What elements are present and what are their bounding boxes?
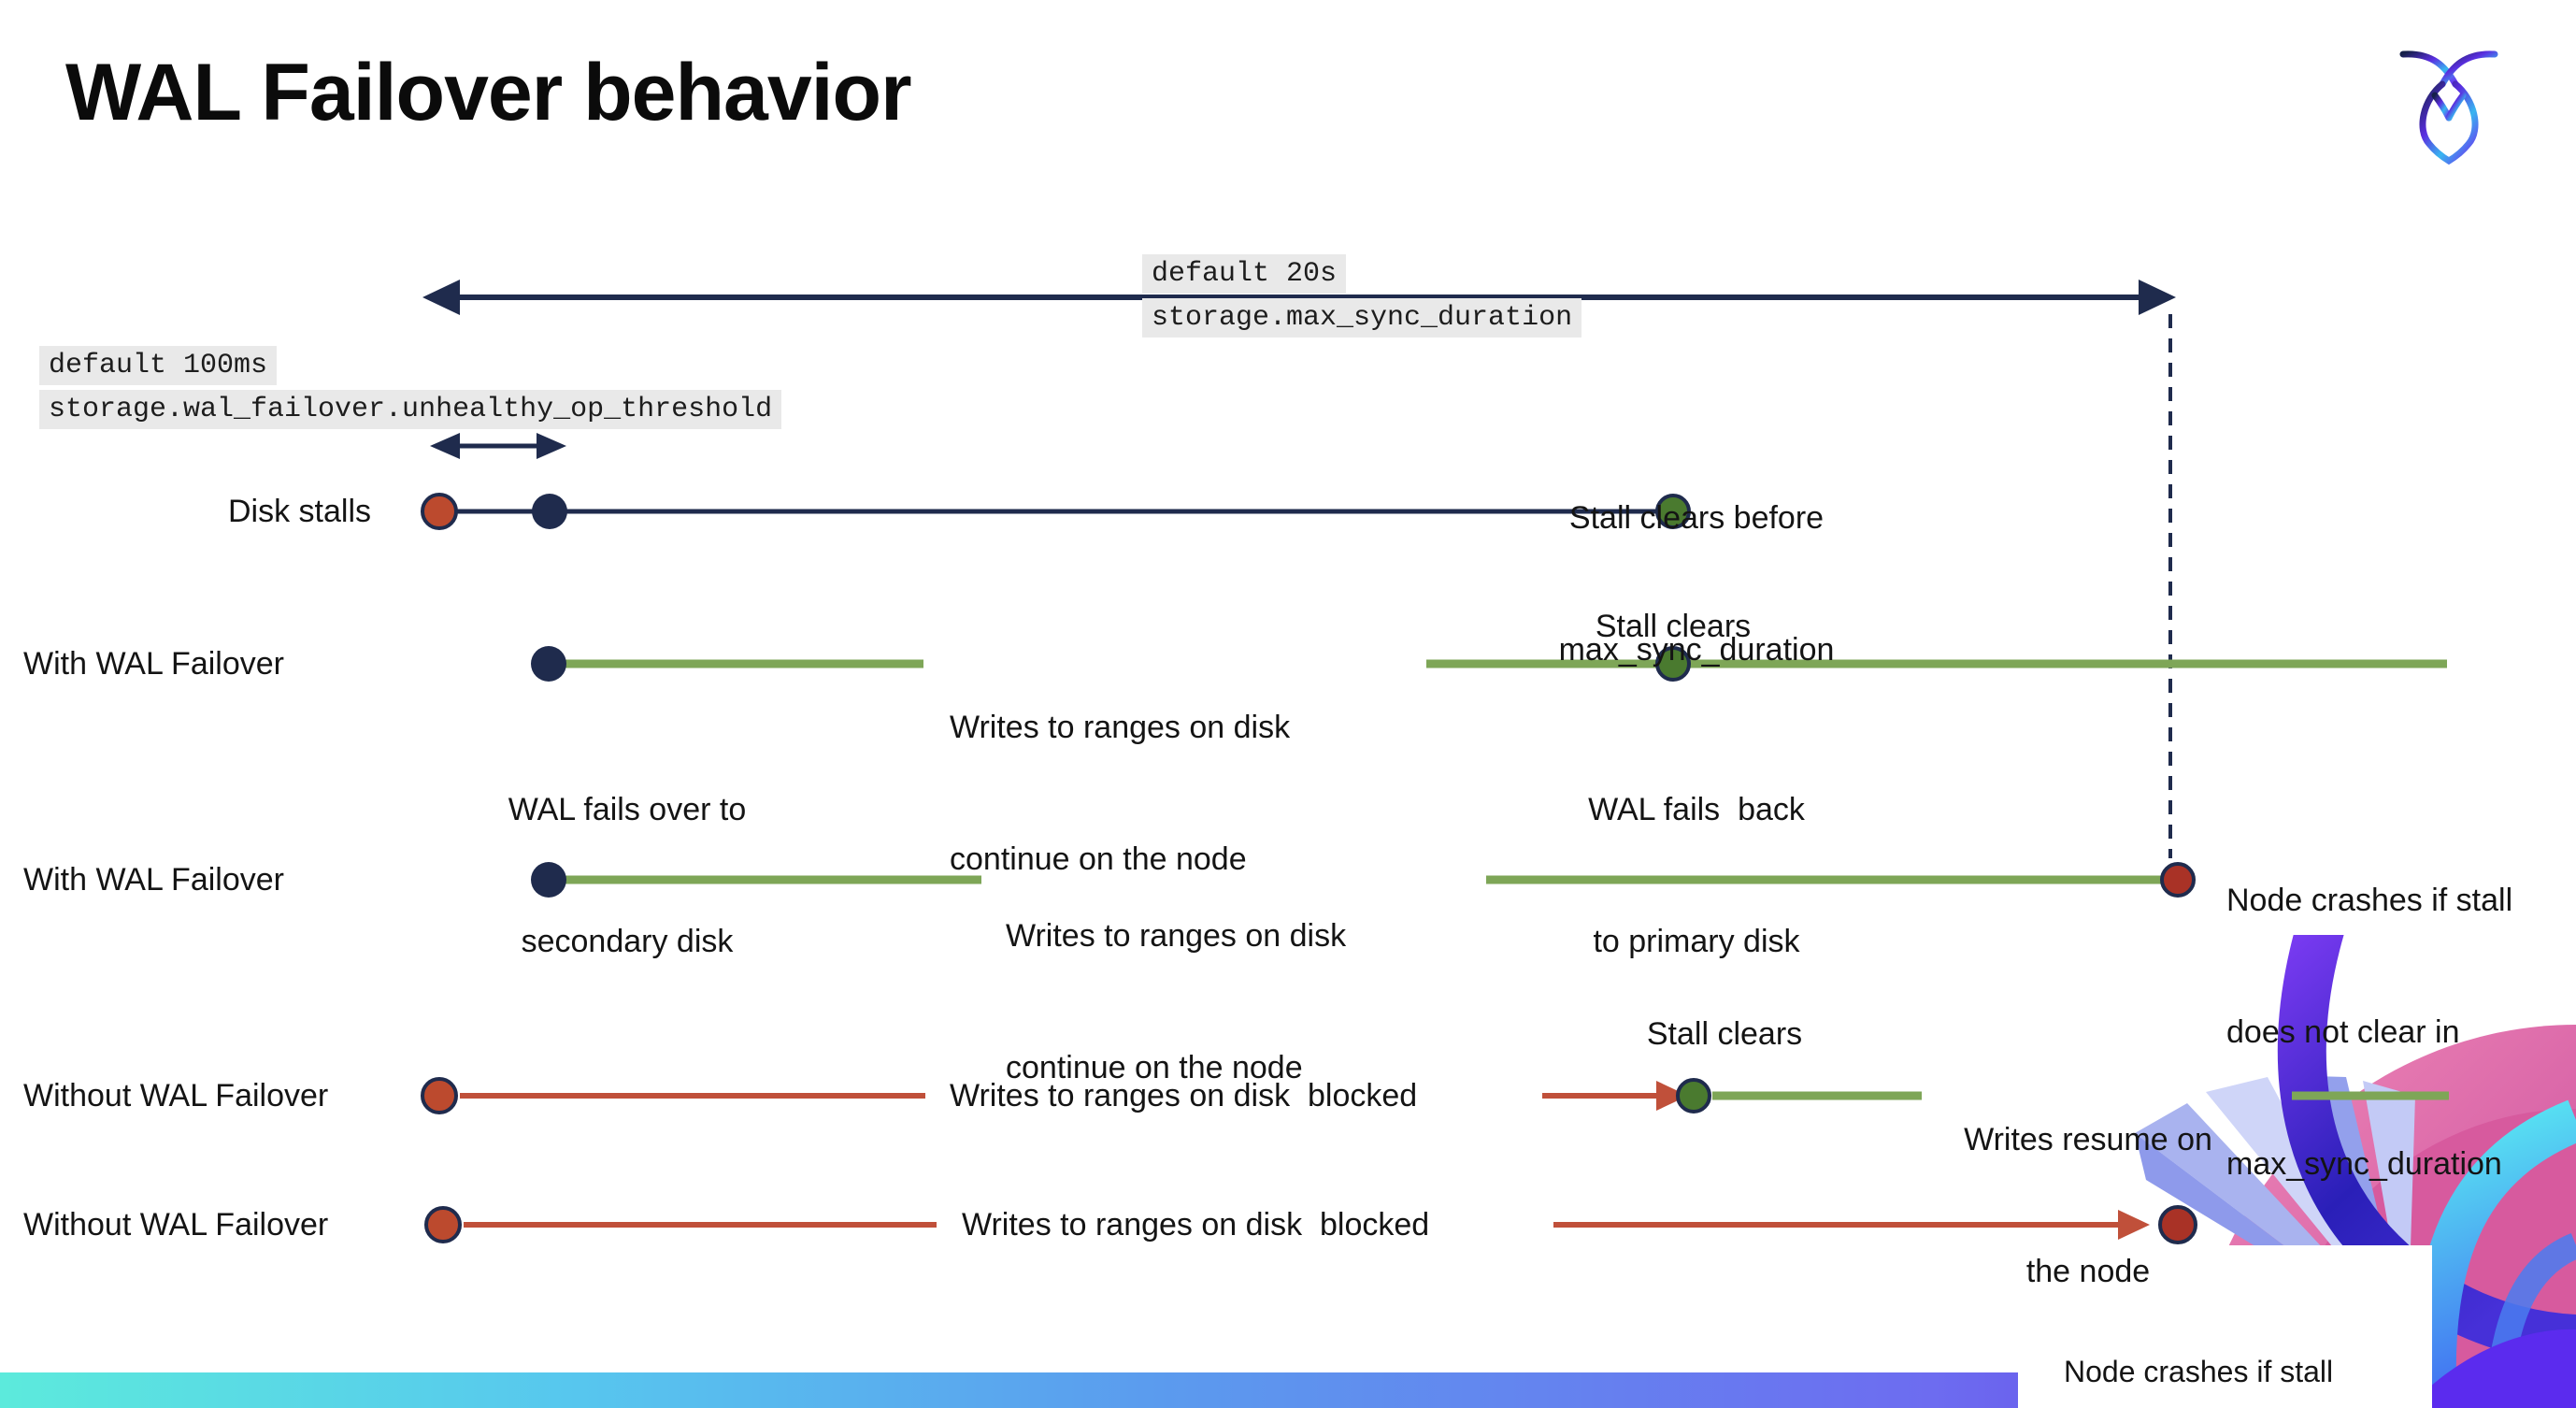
arrowhead-right-icon xyxy=(2139,280,2176,315)
note-wal-fails-back: WAL fails back to primary disk xyxy=(1588,792,1805,959)
row-label-without-wal-failover-2: Without WAL Failover xyxy=(23,1207,329,1243)
note-writes-blocked-2: Writes to ranges on disk blocked xyxy=(962,1207,1430,1243)
row-label-with-wal-failover-1: With WAL Failover xyxy=(23,646,284,682)
code-storage-wal-failover-threshold: storage.wal_failover.unhealthy_op_thresh… xyxy=(39,390,782,429)
art-violet-corner xyxy=(2408,1329,2576,1408)
note-stall-clears-1: Stall clears xyxy=(1595,609,1752,644)
note-wal-fails-over: WAL fails over to secondary disk xyxy=(508,792,747,959)
row3-failover-dot xyxy=(531,862,566,898)
logo-body xyxy=(2419,80,2479,165)
code-storage-max-sync-duration: storage.max_sync_duration xyxy=(1142,298,1582,338)
row1-stall-clears-dot xyxy=(1655,494,1691,529)
row5-crash-dot xyxy=(2158,1205,2197,1244)
row-label-with-wal-failover-2: With WAL Failover xyxy=(23,862,284,898)
row5-red-arrowhead-icon xyxy=(2118,1210,2150,1240)
arrowhead-left-small-icon xyxy=(430,433,460,459)
row2-failover-dot xyxy=(531,646,566,682)
row4-stall-clears-dot xyxy=(1676,1078,1711,1113)
page-title: WAL Failover behavior xyxy=(65,48,912,137)
row4-stall-start-dot xyxy=(421,1077,458,1114)
row-label-disk-stalls: Disk stalls xyxy=(228,494,372,529)
note-writes-continue-2: Writes to ranges on disk continue on the… xyxy=(1006,918,1347,1085)
arrowhead-right-small-icon xyxy=(537,433,566,459)
row-label-without-wal-failover-1: Without WAL Failover xyxy=(23,1078,329,1113)
note-writes-resume: Writes resume on the node xyxy=(1964,1122,2212,1289)
code-label-unhealthy-op-threshold: default 100ms storage.wal_failover.unhea… xyxy=(39,346,782,434)
logo-antenna-right xyxy=(2439,50,2498,88)
row5-stall-start-dot xyxy=(424,1206,462,1243)
row3-crash-dot xyxy=(2160,862,2196,898)
note-writes-continue-1: Writes to ranges on disk continue on the… xyxy=(950,710,1291,877)
code-label-max-sync-duration: default 20s storage.max_sync_duration xyxy=(1142,254,1582,342)
note-stall-clears-before: Stall clears before max_sync_duration xyxy=(1558,500,1835,668)
row1-threshold-dot xyxy=(532,494,567,529)
arrowhead-left-icon xyxy=(422,280,460,315)
note-node-crashes-1: Node crashes if stall does not clear in … xyxy=(2226,883,2513,1182)
code-default-100ms: default 100ms xyxy=(39,346,278,385)
note-stall-clears-2: Stall clears xyxy=(1646,1016,1803,1052)
crash-note-box xyxy=(2018,1245,2432,1408)
note-writes-blocked-1: Writes to ranges on disk blocked xyxy=(950,1078,1418,1113)
note-node-crashes-2: Node crashes if stall does not clear in … xyxy=(2064,1355,2334,1388)
cockroachdb-logo-icon xyxy=(2399,50,2498,165)
row4-red-arrowhead-icon xyxy=(1656,1081,1688,1111)
code-default-20s: default 20s xyxy=(1142,254,1347,294)
row2-stall-clears-dot xyxy=(1655,646,1691,682)
row1-stall-start-dot xyxy=(421,493,458,530)
art-cyan-band xyxy=(2412,1099,2576,1408)
logo-antenna-left xyxy=(2399,50,2459,88)
